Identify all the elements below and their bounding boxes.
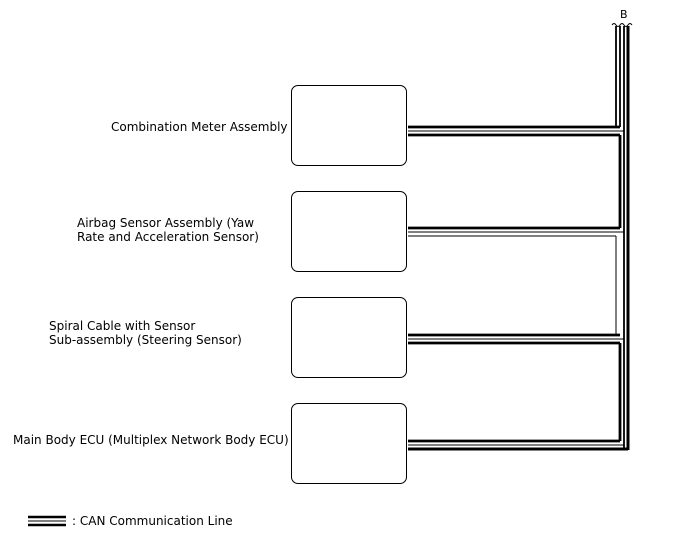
airbag-sensor-box [291,191,407,272]
airbag-sensor-label-line-2: Rate and Acceleration Sensor) [77,230,259,244]
legend-text: : CAN Communication Line [72,514,233,528]
combination-meter-label: Combination Meter Assembly [111,120,288,134]
can-branch-combination-meter [408,125,624,228]
can-trunk-line [615,26,630,450]
can-branch-airbag-sensor [408,226,624,335]
combination-meter-box [291,85,407,166]
combination-meter-label-line-1: Combination Meter Assembly [111,120,288,134]
legend-line-sample [28,515,66,527]
connector-break-symbol [611,23,633,27]
main-body-ecu-label-line-1: Main Body ECU (Multiplex Network Body EC… [13,433,289,447]
main-body-ecu-box [291,403,407,484]
spiral-cable-label: Spiral Cable with Sensor Sub-assembly (S… [49,319,242,347]
can-branch-spiral-cable [408,333,624,441]
connector-b-label: B [620,8,628,21]
main-body-ecu-label: Main Body ECU (Multiplex Network Body EC… [13,433,289,447]
spiral-cable-box [291,297,407,378]
can-branch-main-body-ecu [408,439,628,451]
spiral-cable-label-line-2: Sub-assembly (Steering Sensor) [49,333,242,347]
airbag-sensor-label: Airbag Sensor Assembly (Yaw Rate and Acc… [77,216,259,244]
spiral-cable-label-line-1: Spiral Cable with Sensor [49,319,196,333]
airbag-sensor-label-line-1: Airbag Sensor Assembly (Yaw [77,216,255,230]
